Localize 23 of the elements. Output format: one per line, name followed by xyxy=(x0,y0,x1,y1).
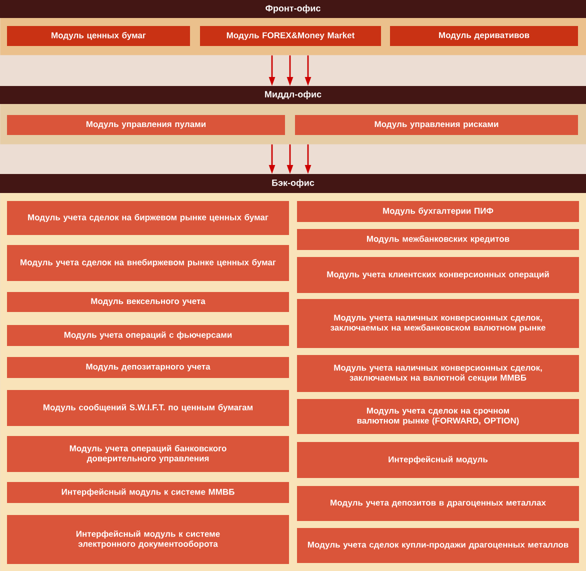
module-box: Интерфейсный модуль к системе электронного документооборота xyxy=(7,515,289,564)
module-box: Модуль учета операций банковского доверительного управления xyxy=(7,436,289,472)
module-box: Модуль вексельного учета xyxy=(7,292,289,312)
module-box: Модуль депозитарного учета xyxy=(7,357,289,378)
module-box: Модуль учета сделок на срочном валютном рынке (FORWARD, OPTION) xyxy=(297,399,579,434)
module-box: Модуль сообщений S.W.I.F.T. по ценным бумагам xyxy=(7,390,289,426)
module-box: Интерфейсный модуль xyxy=(297,442,579,478)
module-box: Модуль учета наличных конверсионных сделок, заключаемых на межбанковском валютном рынке xyxy=(297,299,579,348)
module-box: Модуль учета сделок на внебиржевом рынке ценных бумаг xyxy=(7,245,289,281)
module-box: Модуль учета клиентских конверсионных операций xyxy=(297,257,579,293)
module-box: Модуль FOREX&Money Market xyxy=(200,26,381,46)
module-box: Интерфейсный модуль к системе ММВБ xyxy=(7,482,289,503)
module-box: Модуль управления пулами xyxy=(7,115,285,135)
module-box: Модуль учета сделок купли-продажи драгоценных металлов xyxy=(297,528,579,563)
module-box: Модуль ценных бумаг xyxy=(7,26,190,46)
module-box: Модуль бухгалтерии ПИФ xyxy=(297,201,579,222)
module-box: Модуль учета депозитов в драгоценных металлах xyxy=(297,486,579,521)
module-box: Модуль деривативов xyxy=(390,26,578,46)
module-box: Модуль учета сделок на биржевом рынке ценных бумаг xyxy=(7,201,289,235)
module-box: Модуль учета операций с фьючерсами xyxy=(7,325,289,346)
module-box: Модуль управления рисками xyxy=(295,115,578,135)
module-box: Модуль межбанковских кредитов xyxy=(297,229,579,250)
module-box: Модуль учета наличных конверсионных сделок, заключаемых на валютной секции ММВБ xyxy=(297,355,579,392)
